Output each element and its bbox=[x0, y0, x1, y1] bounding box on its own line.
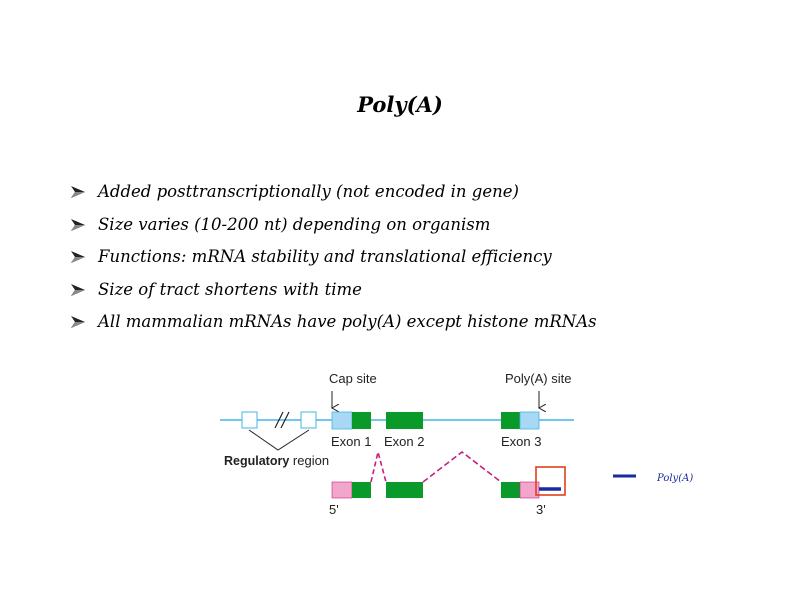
arrow-bullet-icon bbox=[71, 186, 85, 198]
legend-polya-label: Poly(A) bbox=[656, 473, 693, 484]
five-prime-utr-box bbox=[331, 411, 353, 430]
break-mark bbox=[280, 411, 290, 429]
three-prime-utr-box bbox=[519, 411, 540, 430]
regulatory-label-bold: Regulatory bbox=[224, 454, 289, 468]
splice-junction-intron-1 bbox=[370, 451, 387, 483]
polya-highlight-box bbox=[535, 466, 566, 496]
regulatory-bracket bbox=[248, 429, 310, 451]
regulatory-label-rest: region bbox=[289, 453, 329, 468]
three-prime-label: 3' bbox=[536, 502, 546, 517]
arrow-bullet-icon bbox=[71, 283, 85, 296]
bullet-text: Functions: mRNA stability and translatio… bbox=[98, 247, 552, 266]
bullet-item: Added posttranscriptionally (not encoded… bbox=[70, 180, 597, 213]
mrna-five-prime-utr bbox=[331, 481, 353, 499]
exon-3-label: Exon 3 bbox=[501, 434, 541, 449]
bullet-text: Size of tract shortens with time bbox=[98, 279, 362, 299]
bullet-item: Functions: mRNA stability and translatio… bbox=[70, 245, 597, 278]
break-mark bbox=[274, 411, 284, 429]
bullet-item: All mammalian mRNAs have poly(A) except … bbox=[70, 310, 597, 343]
bullet-item: Size varies (10-200 nt) depending on org… bbox=[70, 213, 597, 246]
slide-title: Poly(A) bbox=[357, 92, 443, 117]
mrna-exon-3 bbox=[501, 482, 520, 498]
bullet-list: Added posttranscriptionally (not encoded… bbox=[70, 180, 597, 343]
bullet-text: Size varies (10-200 nt) depending on org… bbox=[98, 214, 491, 234]
arrow-bullet-icon bbox=[71, 316, 85, 328]
five-prime-label: 5' bbox=[329, 502, 339, 517]
arrow-bullet-icon bbox=[71, 218, 85, 231]
mrna-exon-2 bbox=[386, 482, 423, 498]
exon-2-box bbox=[386, 412, 423, 429]
bullet-text: All mammalian mRNAs have poly(A) except … bbox=[98, 312, 597, 331]
regulatory-element-box bbox=[300, 411, 317, 429]
polya-site-label: Poly(A) site bbox=[505, 371, 571, 386]
regulatory-element-box bbox=[241, 411, 258, 429]
exon-3-box bbox=[501, 412, 520, 429]
bullet-text: Added posttranscriptionally (not encoded… bbox=[98, 182, 519, 201]
exon-1-label: Exon 1 bbox=[331, 434, 371, 449]
exon-1-box bbox=[352, 412, 371, 429]
regulatory-region-label: Regulatory region bbox=[224, 453, 329, 468]
exon-2-label: Exon 2 bbox=[384, 434, 424, 449]
bullet-item: Size of tract shortens with time bbox=[70, 278, 597, 311]
splice-junction-intron-2 bbox=[422, 450, 502, 483]
cap-site-label: Cap site bbox=[329, 371, 377, 386]
arrow-bullet-icon bbox=[71, 251, 85, 263]
mrna-exon-1 bbox=[352, 482, 371, 498]
